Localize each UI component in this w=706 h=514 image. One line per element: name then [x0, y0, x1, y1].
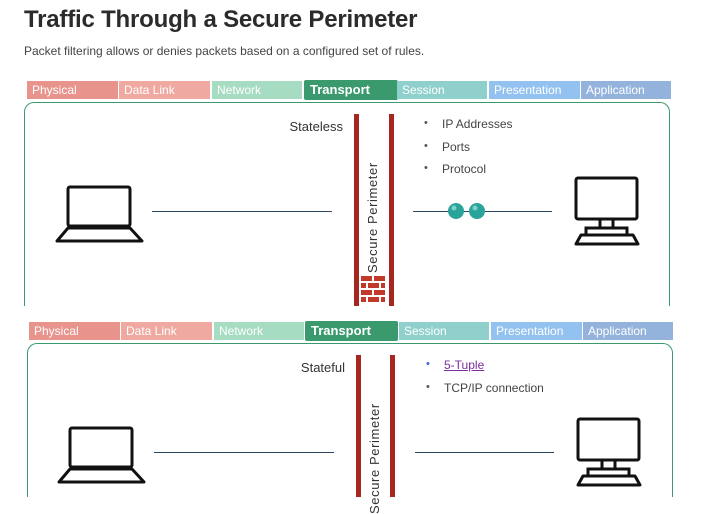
list-item: Protocol — [424, 162, 513, 185]
layer-presentation: Presentation — [489, 81, 580, 99]
list-item: Ports — [424, 140, 513, 163]
packet-icon — [448, 203, 485, 219]
desktop-computer-icon — [574, 176, 640, 246]
layer-transport: Transport — [304, 80, 398, 100]
layer-application: Application — [583, 322, 673, 340]
left-connection-line — [154, 452, 334, 453]
layer-presentation: Presentation — [491, 322, 582, 340]
page-subtitle: Packet filtering allows or denies packet… — [24, 44, 425, 58]
layer-network: Network — [212, 81, 302, 99]
left-connection-line — [152, 211, 332, 212]
five-tuple-link[interactable]: 5-Tuple — [426, 358, 544, 381]
perimeter-wall-right — [389, 114, 394, 306]
layer-data-link: Data Link — [121, 322, 212, 340]
perimeter-wall-right — [390, 355, 395, 497]
diagram-frame — [24, 102, 670, 306]
link-text[interactable]: 5-Tuple — [444, 358, 485, 372]
layer-session: Session — [397, 81, 487, 99]
layer-network: Network — [214, 322, 304, 340]
diagram-frame — [27, 343, 673, 497]
stateful-panel: Physical Data Link Network Transport Ses… — [24, 321, 676, 514]
osi-layer-bar: Physical Data Link Network Transport Ses… — [24, 321, 676, 341]
stateless-criteria-list: IP Addresses Ports Protocol — [424, 117, 513, 185]
secure-perimeter-label: Secure Perimeter — [365, 162, 380, 273]
layer-application: Application — [581, 81, 671, 99]
layer-physical: Physical — [27, 81, 118, 99]
layer-physical: Physical — [29, 322, 120, 340]
secure-perimeter-label: Secure Perimeter — [367, 403, 382, 514]
layer-session: Session — [399, 322, 489, 340]
list-item: TCP/IP connection — [426, 381, 544, 404]
brick-wall-icon — [360, 275, 386, 303]
layer-transport: Transport — [305, 321, 398, 341]
page-title: Traffic Through a Secure Perimeter — [24, 6, 418, 33]
stateful-criteria-list: 5-Tuple TCP/IP connection — [426, 358, 544, 403]
right-connection-line — [415, 452, 554, 453]
osi-layer-bar: Physical Data Link Network Transport Ses… — [24, 80, 676, 100]
stateless-label: Stateless — [289, 119, 343, 134]
stateful-label: Stateful — [300, 360, 345, 375]
layer-data-link: Data Link — [119, 81, 210, 99]
stateless-panel: Physical Data Link Network Transport Ses… — [24, 80, 676, 306]
perimeter-wall-left — [356, 355, 361, 497]
desktop-computer-icon — [576, 417, 642, 487]
laptop-icon — [57, 426, 146, 484]
perimeter-wall-left — [354, 114, 359, 306]
list-item: IP Addresses — [424, 117, 513, 140]
laptop-icon — [55, 185, 144, 243]
